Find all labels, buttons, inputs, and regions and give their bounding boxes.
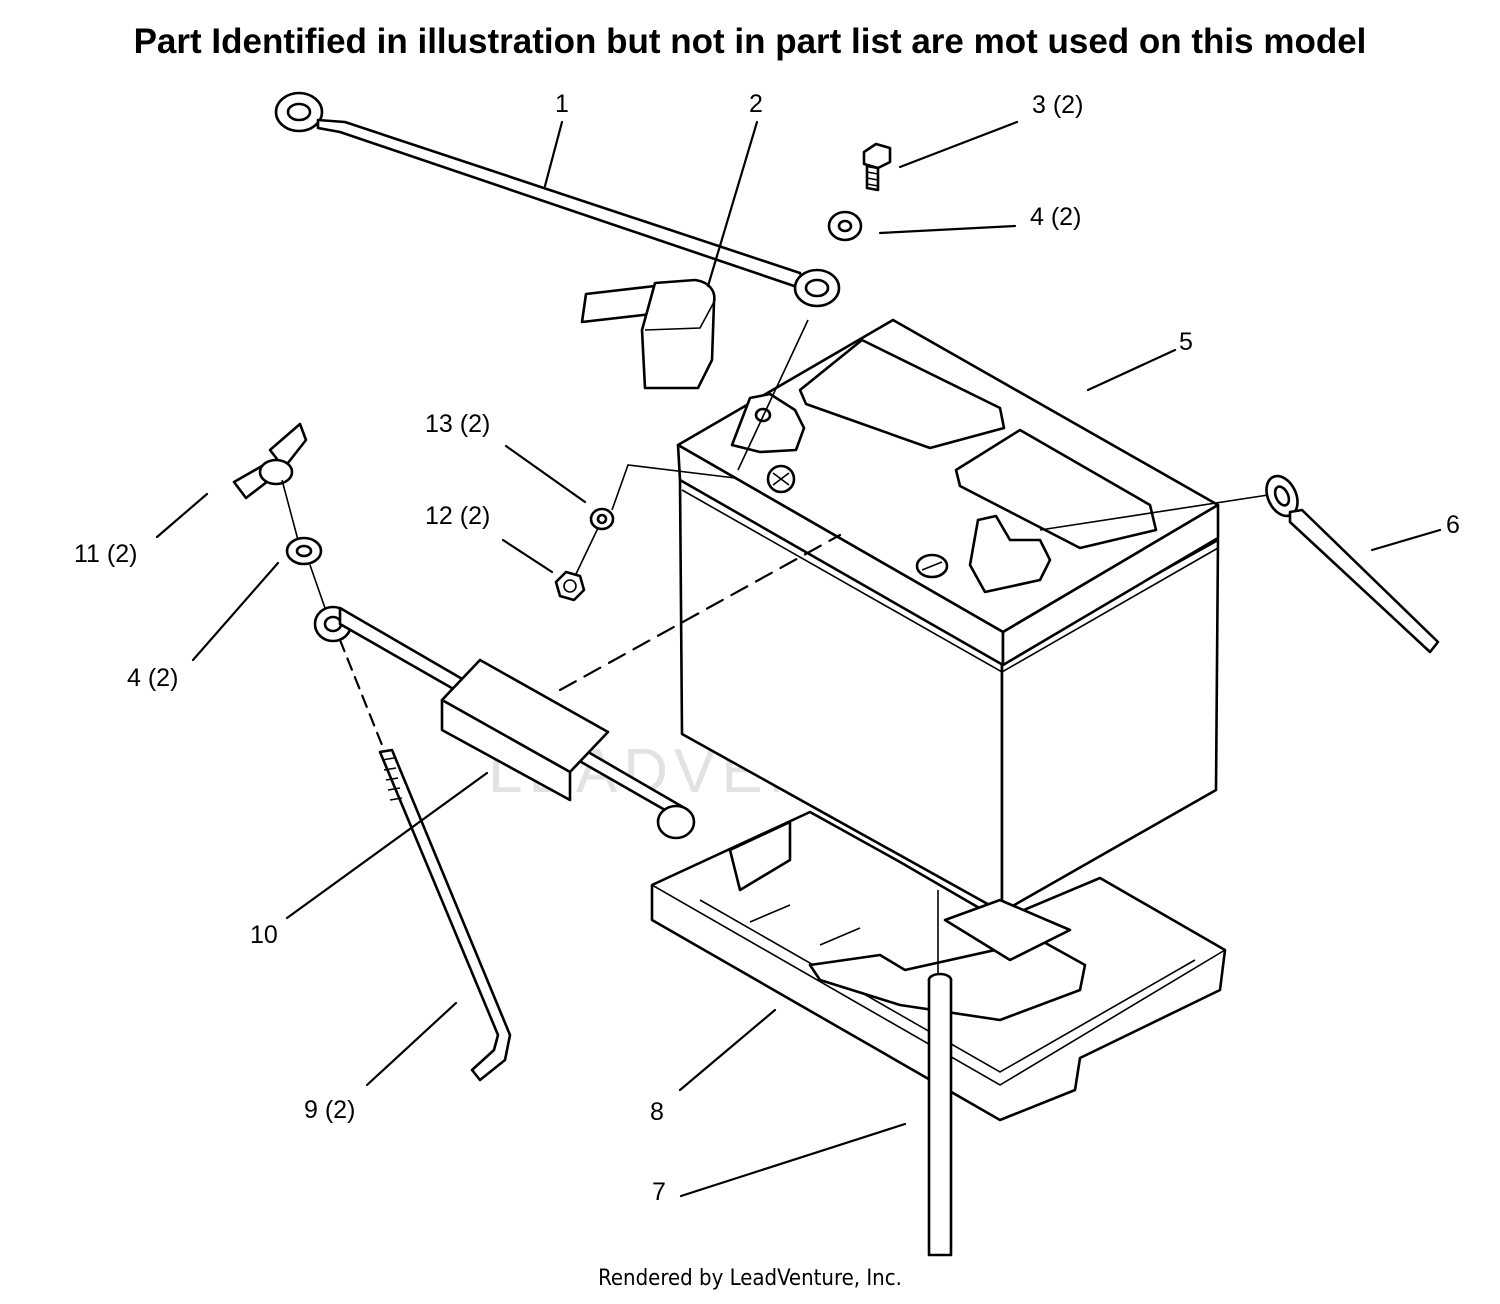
callout-labels: 1 2 3 (2) 4 (2) 5 6 7 8 9 (2) 10 11 (2) …: [74, 90, 1460, 1206]
cable-part-1: [274, 91, 841, 308]
hold-down-bracket-part-10: [313, 533, 842, 840]
callout-6: 6: [1446, 511, 1460, 539]
battery-part-5: [676, 318, 1220, 914]
callout-4-top: 4 (2): [1030, 203, 1081, 231]
diagram-title: Part Identified in illustration but not …: [133, 22, 1367, 61]
terminal-cover-part-2: [580, 278, 716, 390]
callout-10: 10: [250, 921, 278, 949]
cable-part-6: [1265, 474, 1440, 654]
j-bolt-part-9: [338, 638, 512, 1082]
callout-3: 3 (2): [1032, 91, 1083, 119]
leader-lines: [155, 120, 1442, 1198]
callout-1: 1: [555, 90, 569, 118]
nut-washer-part-12-13: [554, 319, 1269, 602]
callout-5: 5: [1179, 328, 1193, 356]
callout-2: 2: [749, 90, 763, 118]
callout-13: 13 (2): [425, 410, 490, 438]
callout-9: 9 (2): [304, 1096, 355, 1124]
callout-4-left: 4 (2): [127, 664, 178, 692]
callout-12: 12 (2): [425, 502, 490, 530]
callout-7: 7: [652, 1178, 666, 1206]
wing-nut-part-11: [232, 422, 308, 500]
washer-part-4-left: [281, 479, 326, 609]
callout-11: 11 (2): [74, 540, 137, 568]
washer-part-4-top: [827, 210, 863, 242]
callout-8: 8: [650, 1098, 664, 1126]
bolt-part-3: [862, 142, 892, 192]
hold-down-rod-part-7: [927, 890, 953, 1257]
footer-credit: Rendered by LeadVenture, Inc.: [598, 1266, 902, 1291]
